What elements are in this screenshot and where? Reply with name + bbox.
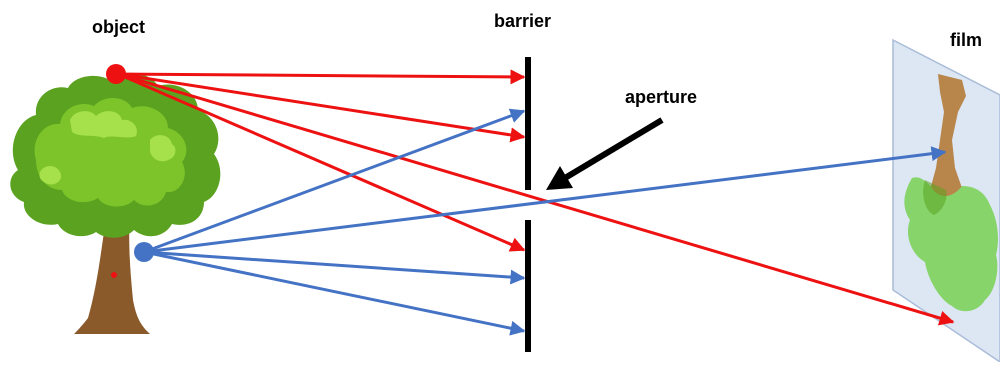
red-rays (117, 69, 955, 326)
inverted-tree-image (904, 74, 998, 312)
object-label: object (92, 17, 145, 37)
blue-dot-icon (134, 242, 154, 262)
blue-rays (143, 108, 947, 336)
film-label: film (950, 30, 982, 50)
small-red-dot-icon (111, 272, 117, 278)
arrow-pointer-icon (546, 117, 664, 190)
tree-object (10, 72, 221, 334)
aperture-label: aperture (625, 87, 697, 107)
red-dot-icon (106, 64, 126, 84)
barrier-label: barrier (494, 11, 551, 31)
